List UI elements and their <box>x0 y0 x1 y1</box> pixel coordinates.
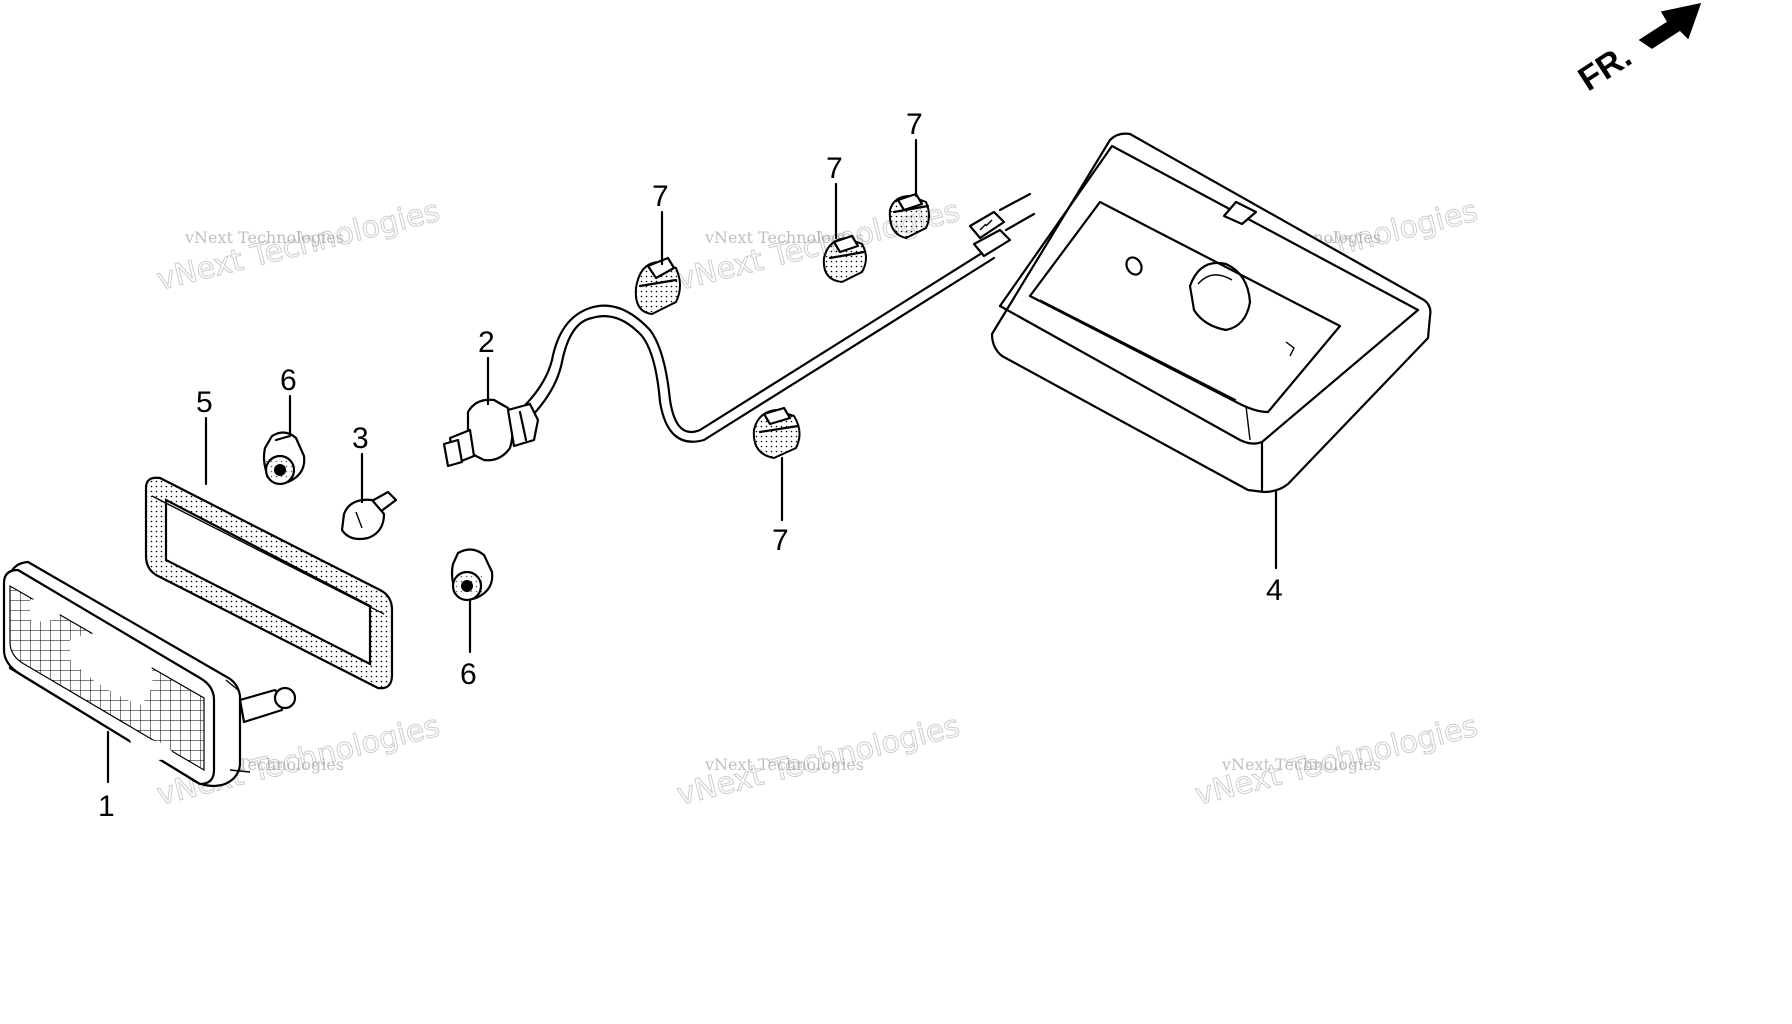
callout-clip-a: 7 <box>652 180 669 213</box>
front-arrow-icon <box>1638 2 1702 49</box>
part-grommet-lower <box>450 548 494 602</box>
front-label: FR. <box>1572 37 1639 99</box>
svg-text:vNext Technologies: vNext Technologies <box>1221 755 1381 774</box>
part-bulb <box>340 490 398 541</box>
front-direction-indicator: FR. <box>1572 2 1702 99</box>
callout-gasket: 5 <box>196 386 213 419</box>
watermark-1: vNext Technologies vNext Technologies <box>153 193 444 298</box>
callout-socket: 2 <box>478 326 495 359</box>
leader-lines <box>106 138 1278 784</box>
part-housing <box>990 132 1432 494</box>
part-socket-harness <box>442 192 1036 468</box>
callout-clip-b: 7 <box>826 152 843 185</box>
part-gasket <box>144 476 394 690</box>
svg-text:vNext Technologies: vNext Technologies <box>704 228 864 247</box>
part-grommet-upper <box>262 431 306 486</box>
watermark-6: vNext Technologies vNext Technologies <box>1191 708 1482 813</box>
part-clip-a <box>634 256 681 316</box>
part-clip-c <box>888 192 930 240</box>
callout-clip-d: 7 <box>772 524 789 557</box>
part-clip-d <box>752 406 801 460</box>
callout-bulb: 3 <box>352 422 369 455</box>
callout-housing: 4 <box>1266 574 1283 607</box>
callout-lens: 1 <box>98 790 115 823</box>
callouts: 1 2 3 4 5 6 6 7 7 7 7 <box>98 108 1283 823</box>
part-lens <box>2 560 297 788</box>
svg-text:vNext Technologies: vNext Technologies <box>184 228 344 247</box>
callout-clip-c: 7 <box>906 108 923 141</box>
watermark-5: vNext Technologies vNext Technologies <box>673 708 964 813</box>
callout-grommet-lower: 6 <box>460 658 477 691</box>
part-clip-b <box>822 234 867 284</box>
callout-grommet-upper: 6 <box>280 364 297 397</box>
svg-text:vNext Technologies: vNext Technologies <box>704 755 864 774</box>
